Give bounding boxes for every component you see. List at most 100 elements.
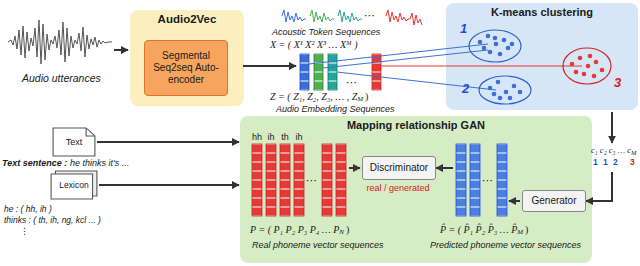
section-label: Predicted phoneme vector sequences [430, 240, 581, 250]
math-subscript: M [357, 95, 363, 103]
data-point [600, 68, 605, 73]
data-point [494, 42, 499, 47]
flow-arrow [99, 184, 239, 186]
section-label: Real phoneme vector sequences [252, 240, 384, 250]
cluster-index: 3 [630, 158, 635, 168]
node-text: Text [52, 127, 96, 157]
data-point [482, 46, 487, 51]
embedding-vector [372, 54, 381, 90]
phoneme-vector [252, 144, 262, 216]
flow-arrow [114, 49, 128, 51]
data-point [506, 46, 511, 51]
data-point [578, 56, 583, 61]
flow-arrow [436, 167, 453, 169]
flow-arrow [97, 141, 239, 143]
cluster-index: 2 [613, 158, 618, 168]
input-label: Text sentence : [2, 158, 67, 168]
data-point [594, 60, 599, 65]
data-point [498, 52, 503, 57]
data-point [512, 84, 517, 89]
math-subscript: N [339, 228, 344, 236]
embedding-vector [300, 54, 309, 90]
embedding-vector [314, 54, 323, 90]
phoneme-vector [322, 144, 332, 216]
process-box: Segmental Seq2seq Auto-encoder [144, 40, 228, 96]
lexicon-entry: he : ( hh, ih ) [4, 205, 52, 215]
ellipsis-mark: ⋯ [306, 174, 317, 187]
data-point [478, 40, 483, 45]
data-point [504, 90, 509, 95]
cluster-outline [563, 48, 611, 84]
flow-arrow [611, 112, 613, 143]
predicted-vector [470, 144, 480, 216]
data-point [502, 38, 507, 43]
node-text: Discriminator [363, 157, 435, 179]
lexicon-icon: Lexicon [50, 170, 98, 200]
node-text: Generator [523, 191, 585, 211]
phoneme-vector [336, 144, 346, 216]
phoneme-vector [294, 144, 304, 216]
box-label: Segmental Seq2seq Auto-encoder [149, 50, 223, 86]
section-label: Audio Embedding Sequences [276, 104, 395, 114]
data-point [510, 42, 515, 47]
node-text: Audio2Vec [130, 10, 244, 30]
document-icon: Text [52, 127, 96, 157]
data-point [492, 92, 497, 97]
cluster-outline [479, 76, 531, 104]
data-point [592, 74, 597, 79]
panel-ground [446, 3, 638, 110]
node-text: Lexicon [50, 170, 98, 200]
token-waveform [338, 10, 362, 22]
data-point [586, 64, 591, 69]
panel-ground [130, 10, 244, 106]
ellipsis-mark: ⋯ [482, 174, 493, 187]
math-label: P = ( P₁ P₂ P₃ P₄ … P [250, 224, 339, 236]
module-panel: K-means clustering [446, 3, 638, 110]
cluster-index: 1 [603, 158, 608, 168]
data-point [570, 62, 575, 67]
predicted-vector [497, 144, 507, 216]
ellipsis-mark: ⋯ [364, 9, 375, 22]
data-point [518, 90, 523, 95]
data-point [496, 80, 501, 85]
math-label: P̂ = ( P̂₁ P̂₂ P̂₃ … P̂ [440, 224, 517, 236]
module-panel: Audio2VecSegmental Seq2seq Auto-encoder [130, 10, 244, 106]
panel-title: K-means clustering [449, 6, 635, 19]
token-waveform [282, 10, 306, 22]
phoneme-vector [266, 144, 276, 216]
node-text: Mapping relationship GAN [240, 116, 592, 135]
math-subscript: M [631, 149, 636, 156]
flow-arrow [243, 65, 296, 67]
network-box: Generator [522, 190, 586, 212]
network-box: Discriminator [362, 156, 436, 180]
phoneme-label: ih [295, 132, 302, 142]
cluster-number: 2 [462, 82, 469, 97]
math-label: X = ( X¹ X² X³ … Xᴹ ) [270, 39, 358, 51]
flow-arrow [509, 200, 520, 202]
box-label: Generator [526, 195, 582, 207]
token-waveform [310, 10, 334, 22]
math-label: ) [346, 224, 349, 236]
token-waveform [386, 10, 422, 25]
lexicon-entry: thinks : ( th, ih, ng, kcl ... ) [4, 216, 101, 226]
example-text: he thinks it's ... [70, 158, 129, 168]
embedding-vector [328, 54, 337, 90]
cluster-number: 3 [614, 76, 621, 91]
node-text: K-means clustering [446, 3, 638, 22]
flow-arrow [349, 167, 360, 169]
node-text: Segmental Seq2seq Auto-encoder [145, 41, 227, 95]
audio-waveform [8, 20, 112, 64]
math-label: ) [365, 91, 368, 103]
caption-label: Audio utterances [22, 72, 101, 84]
data-point [488, 86, 493, 91]
document-outline [53, 128, 95, 156]
data-point [493, 36, 498, 41]
cluster-link [381, 66, 582, 67]
phoneme-label: ih [267, 132, 274, 142]
data-point [582, 72, 587, 77]
box-label: Text [55, 137, 93, 148]
box-label: Discriminator [366, 162, 432, 174]
math-label: ) [525, 224, 528, 236]
box-label: Lexicon [53, 180, 95, 190]
